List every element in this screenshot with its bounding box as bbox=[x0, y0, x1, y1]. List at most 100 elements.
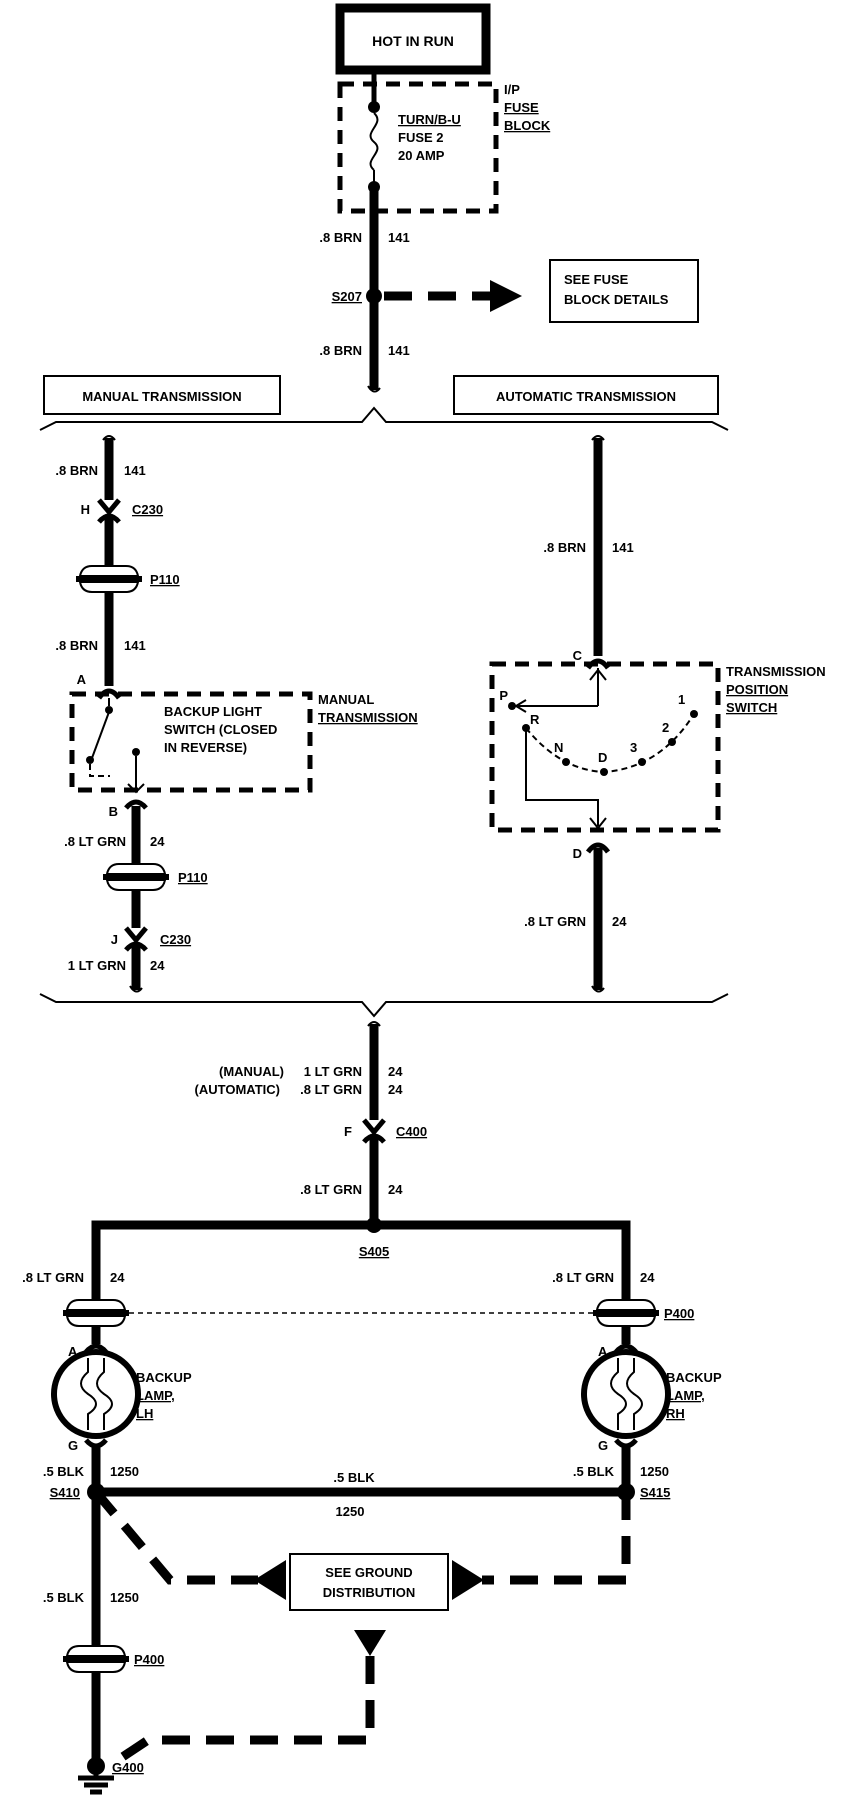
manual-wire-24-gauge-2: 1 LT GRN bbox=[68, 958, 126, 973]
backup-light-switch-outline bbox=[69, 691, 313, 793]
ground-bus-circuit: 1250 bbox=[336, 1504, 365, 1519]
fuse-block-title-3: BLOCK bbox=[504, 118, 551, 133]
merge-wire-circuit: 24 bbox=[388, 1182, 403, 1197]
auto-wire-24-circuit: 24 bbox=[612, 914, 627, 929]
wire-141-circuit-2: 141 bbox=[388, 343, 410, 358]
p110-grommet-bottom bbox=[105, 863, 167, 875]
connector-c400-female bbox=[362, 1133, 386, 1144]
arrow-left-icon bbox=[254, 1560, 286, 1600]
fuse-details-note-2: BLOCK DETAILS bbox=[564, 292, 669, 307]
connector-c230b-male bbox=[124, 926, 148, 944]
lh-wire-gauge: .8 LT GRN bbox=[22, 1270, 84, 1285]
wire-141-gauge-2: .8 BRN bbox=[319, 343, 362, 358]
fuse-details-note bbox=[549, 259, 699, 323]
fuse-label-2: FUSE 2 bbox=[398, 130, 444, 145]
fuse-label-1: TURN/B-U bbox=[398, 112, 461, 127]
split-brace-bottom bbox=[39, 993, 729, 1018]
lh-pin-a: A bbox=[68, 1344, 78, 1359]
c230-label-top: C230 bbox=[132, 502, 163, 517]
c230-label-bottom: C230 bbox=[160, 932, 191, 947]
c400-label: C400 bbox=[396, 1124, 427, 1139]
rh-pin-a: A bbox=[598, 1344, 608, 1359]
manual-wire-24-gauge-1: .8 LT GRN bbox=[64, 834, 126, 849]
c230-pin-j: J bbox=[111, 932, 118, 947]
rh-ground-circuit: 1250 bbox=[640, 1464, 669, 1479]
switch-title-1: MANUAL bbox=[318, 692, 374, 707]
splice-s410-label: S410 bbox=[50, 1485, 80, 1500]
connector-c230-male bbox=[97, 498, 121, 516]
tps-pos-n: N bbox=[554, 740, 563, 755]
merge-line1-prefix: (MANUAL) bbox=[219, 1064, 284, 1079]
rh-lamp-label-3: RH bbox=[666, 1406, 685, 1421]
merge-line1-circuit: 24 bbox=[388, 1064, 403, 1079]
merge-line2-circuit: 24 bbox=[388, 1082, 403, 1097]
low-ground-circuit: 1250 bbox=[110, 1590, 139, 1605]
tps-title-2: POSITION bbox=[726, 682, 788, 697]
switch-title-2: TRANSMISSION bbox=[318, 710, 418, 725]
manual-wire-141-gauge-1: .8 BRN bbox=[55, 463, 98, 478]
lh-wire-circuit: 24 bbox=[110, 1270, 125, 1285]
rh-wire-circuit: 24 bbox=[640, 1270, 655, 1285]
wire-141-gauge-1: .8 BRN bbox=[319, 230, 362, 245]
connector-c230b-female bbox=[124, 941, 148, 952]
merge-wire-gauge: .8 LT GRN bbox=[300, 1182, 362, 1197]
ground-dist-to-g400-dashed bbox=[115, 1656, 375, 1764]
fuse-block-title-2: FUSE bbox=[504, 100, 539, 115]
switch-label-2: SWITCH (CLOSED bbox=[164, 722, 277, 737]
arrow-right-icon-2 bbox=[452, 1560, 484, 1600]
arrow-right-icon bbox=[490, 280, 522, 312]
p110-grommet-top bbox=[78, 565, 140, 577]
rh-pin-g: G bbox=[598, 1438, 608, 1453]
auto-wire-141-gauge: .8 BRN bbox=[543, 540, 586, 555]
tps-pos-d: D bbox=[598, 750, 607, 765]
rh-lamp-label-1: BACKUP bbox=[666, 1370, 722, 1385]
ground-distribution-note bbox=[289, 1553, 449, 1611]
p110-label-bottom: P110 bbox=[178, 870, 208, 885]
hot-in-run-box bbox=[335, 3, 491, 75]
tps-pin-d: D bbox=[573, 846, 582, 861]
manual-transmission-header bbox=[43, 375, 281, 415]
hot-in-run-label: HOT IN RUN bbox=[372, 33, 454, 49]
fuse-details-note-1: SEE FUSE bbox=[564, 272, 629, 287]
g400-point bbox=[87, 1757, 105, 1775]
tps-pos-2: 2 bbox=[662, 720, 669, 735]
rh-lamp-label-2: LAMP, bbox=[666, 1388, 705, 1403]
p400-label-top: P400 bbox=[664, 1306, 694, 1321]
merge-line1-gauge: 1 LT GRN bbox=[304, 1064, 362, 1079]
wire-24-bus bbox=[91, 1220, 631, 1310]
tps-title-3: SWITCH bbox=[726, 700, 777, 715]
split-brace-top bbox=[39, 406, 729, 431]
rh-ground-gauge: .5 BLK bbox=[573, 1464, 615, 1479]
p400-grommet-lh bbox=[65, 1299, 127, 1311]
manual-wire-141-gauge-2: .8 BRN bbox=[55, 638, 98, 653]
ground-note-2: DISTRIBUTION bbox=[323, 1585, 415, 1600]
fuse-label-3: 20 AMP bbox=[398, 148, 445, 163]
splice-s415-label: S415 bbox=[640, 1485, 670, 1500]
c400-pin-f: F bbox=[344, 1124, 352, 1139]
merge-line2-prefix: (AUTOMATIC) bbox=[195, 1082, 280, 1097]
p400-grommet-ground bbox=[65, 1645, 127, 1657]
splice-s207-label: S207 bbox=[332, 289, 362, 304]
manual-wire-24-circuit-1: 24 bbox=[150, 834, 165, 849]
fuse-block-outline bbox=[337, 81, 499, 214]
wire-141-circuit-1: 141 bbox=[388, 230, 410, 245]
tps-title-1: TRANSMISSION bbox=[726, 664, 826, 679]
lh-ground-circuit: 1250 bbox=[110, 1464, 139, 1479]
fuse-block-title-1: I/P bbox=[504, 82, 520, 97]
manual-wire-141-circuit-1: 141 bbox=[124, 463, 146, 478]
tps-pos-3: 3 bbox=[630, 740, 637, 755]
splice-s405-label: S405 bbox=[359, 1244, 389, 1259]
switch-label-1: BACKUP LIGHT bbox=[164, 704, 262, 719]
lh-lamp-label-2: LAMP, bbox=[136, 1388, 175, 1403]
low-ground-gauge: .5 BLK bbox=[43, 1590, 85, 1605]
backup-lamp-rh-icon bbox=[581, 1349, 671, 1439]
tps-pos-r: R bbox=[530, 712, 540, 727]
lh-lamp-label-3: LH bbox=[136, 1406, 153, 1421]
tps-pin-c: C bbox=[573, 648, 583, 663]
manual-wire-141-circuit-2: 141 bbox=[124, 638, 146, 653]
s410-ground-dist-dashed bbox=[92, 1489, 258, 1585]
auto-wire-141-circuit: 141 bbox=[612, 540, 634, 555]
p400-label-ground: P400 bbox=[134, 1652, 164, 1667]
tps-pos-p: P bbox=[499, 688, 508, 703]
